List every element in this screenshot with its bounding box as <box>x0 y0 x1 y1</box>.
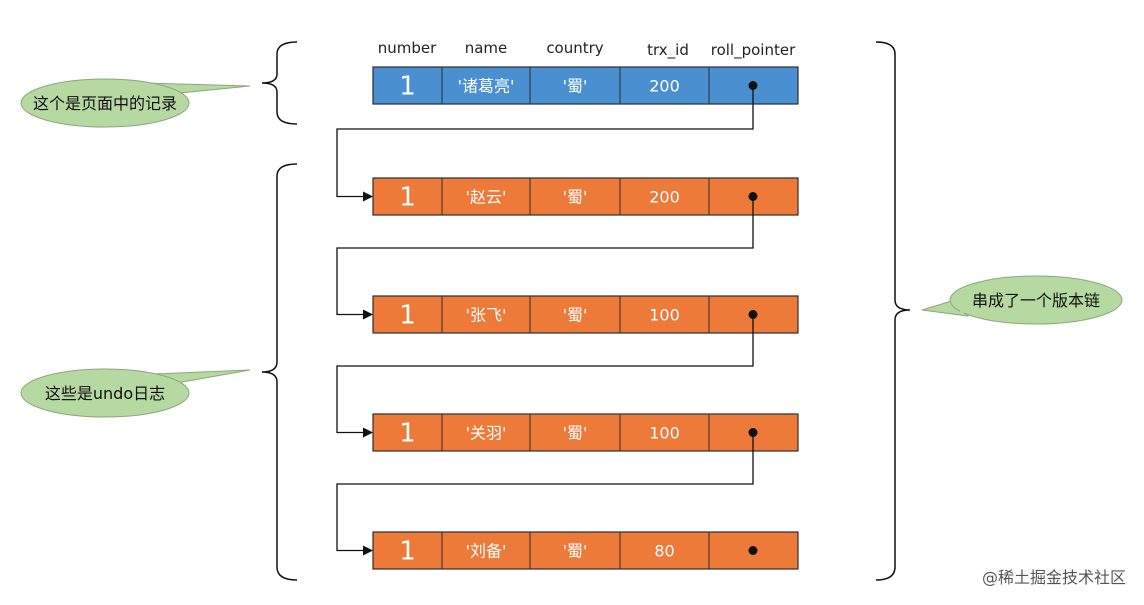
page-record-row: 1 '诸葛亮' '蜀' 200 <box>372 66 799 105</box>
cell-number: 1 <box>399 72 416 102</box>
record-row-box <box>372 295 799 334</box>
record-rows: 1 '诸葛亮' '蜀' 200 1 '赵云' '蜀' 200 1 '张飞' '蜀' 100 1 '关羽' '… <box>372 66 799 570</box>
cell-trx-id: 80 <box>654 542 674 561</box>
record-row-box <box>372 413 799 452</box>
roll-pointer-links <box>336 85 754 556</box>
header-country: country <box>546 39 603 57</box>
watermark: @稀土掘金技术社区 <box>982 568 1126 587</box>
left-brace-page-record <box>261 41 298 125</box>
cell-country: '蜀' <box>563 306 588 325</box>
cell-country: '蜀' <box>563 542 588 561</box>
cell-country: '蜀' <box>563 188 588 207</box>
cell-name: '关羽' <box>466 424 507 443</box>
callout-page-record-bubble <box>20 78 190 128</box>
cell-trx-id: 200 <box>649 188 680 207</box>
callout-version-chain: 串成了一个版本链 <box>921 275 1123 325</box>
cell-name: '张飞' <box>466 306 507 325</box>
roll-pointer-dot <box>748 546 758 555</box>
cell-country: '蜀' <box>563 424 588 443</box>
cell-number: 1 <box>399 419 416 449</box>
roll-pointer-arrow <box>336 196 754 320</box>
roll-pointer-arrow <box>336 314 754 438</box>
undo-record-row: 1 '赵云' '蜀' 200 <box>372 177 799 216</box>
callout-undo-log-text: 这些是undo日志 <box>45 384 165 403</box>
record-row-box <box>372 66 799 105</box>
cell-trx-id: 200 <box>649 77 680 96</box>
callout-version-chain-bubble <box>949 275 1123 325</box>
callout-page-record-text: 这个是页面中的记录 <box>33 94 177 113</box>
cell-number: 1 <box>399 537 416 567</box>
right-brace-version-chain <box>875 41 911 581</box>
callout-undo-log: 这些是undo日志 <box>20 368 251 418</box>
header-number: number <box>378 39 437 57</box>
cell-trx-id: 100 <box>649 306 680 325</box>
cell-name: '刘备' <box>466 542 507 561</box>
cell-name: '赵云' <box>466 188 507 207</box>
callout-page-record: 这个是页面中的记录 <box>20 78 251 128</box>
callout-version-chain-text: 串成了一个版本链 <box>972 291 1100 310</box>
cell-country: '蜀' <box>563 77 588 96</box>
cell-name: '诸葛亮' <box>458 77 515 96</box>
undo-record-row: 1 '刘备' '蜀' 80 <box>372 531 799 570</box>
roll-pointer-arrow <box>336 432 754 556</box>
cell-number: 1 <box>399 301 416 331</box>
record-row-box <box>372 531 799 570</box>
left-brace-undo-log <box>261 163 298 581</box>
header-roll-pointer: roll_pointer <box>711 41 796 60</box>
undo-record-row: 1 '张飞' '蜀' 100 <box>372 295 799 334</box>
header-name: name <box>465 39 508 57</box>
cell-trx-id: 100 <box>649 424 680 443</box>
record-row-box <box>372 177 799 216</box>
header-trx-id: trx_id <box>647 41 689 60</box>
roll-pointer-arrow <box>336 85 754 202</box>
undo-record-row: 1 '关羽' '蜀' 100 <box>372 413 799 452</box>
column-headers: number name country trx_id roll_pointer <box>378 39 796 60</box>
cell-number: 1 <box>399 183 416 213</box>
